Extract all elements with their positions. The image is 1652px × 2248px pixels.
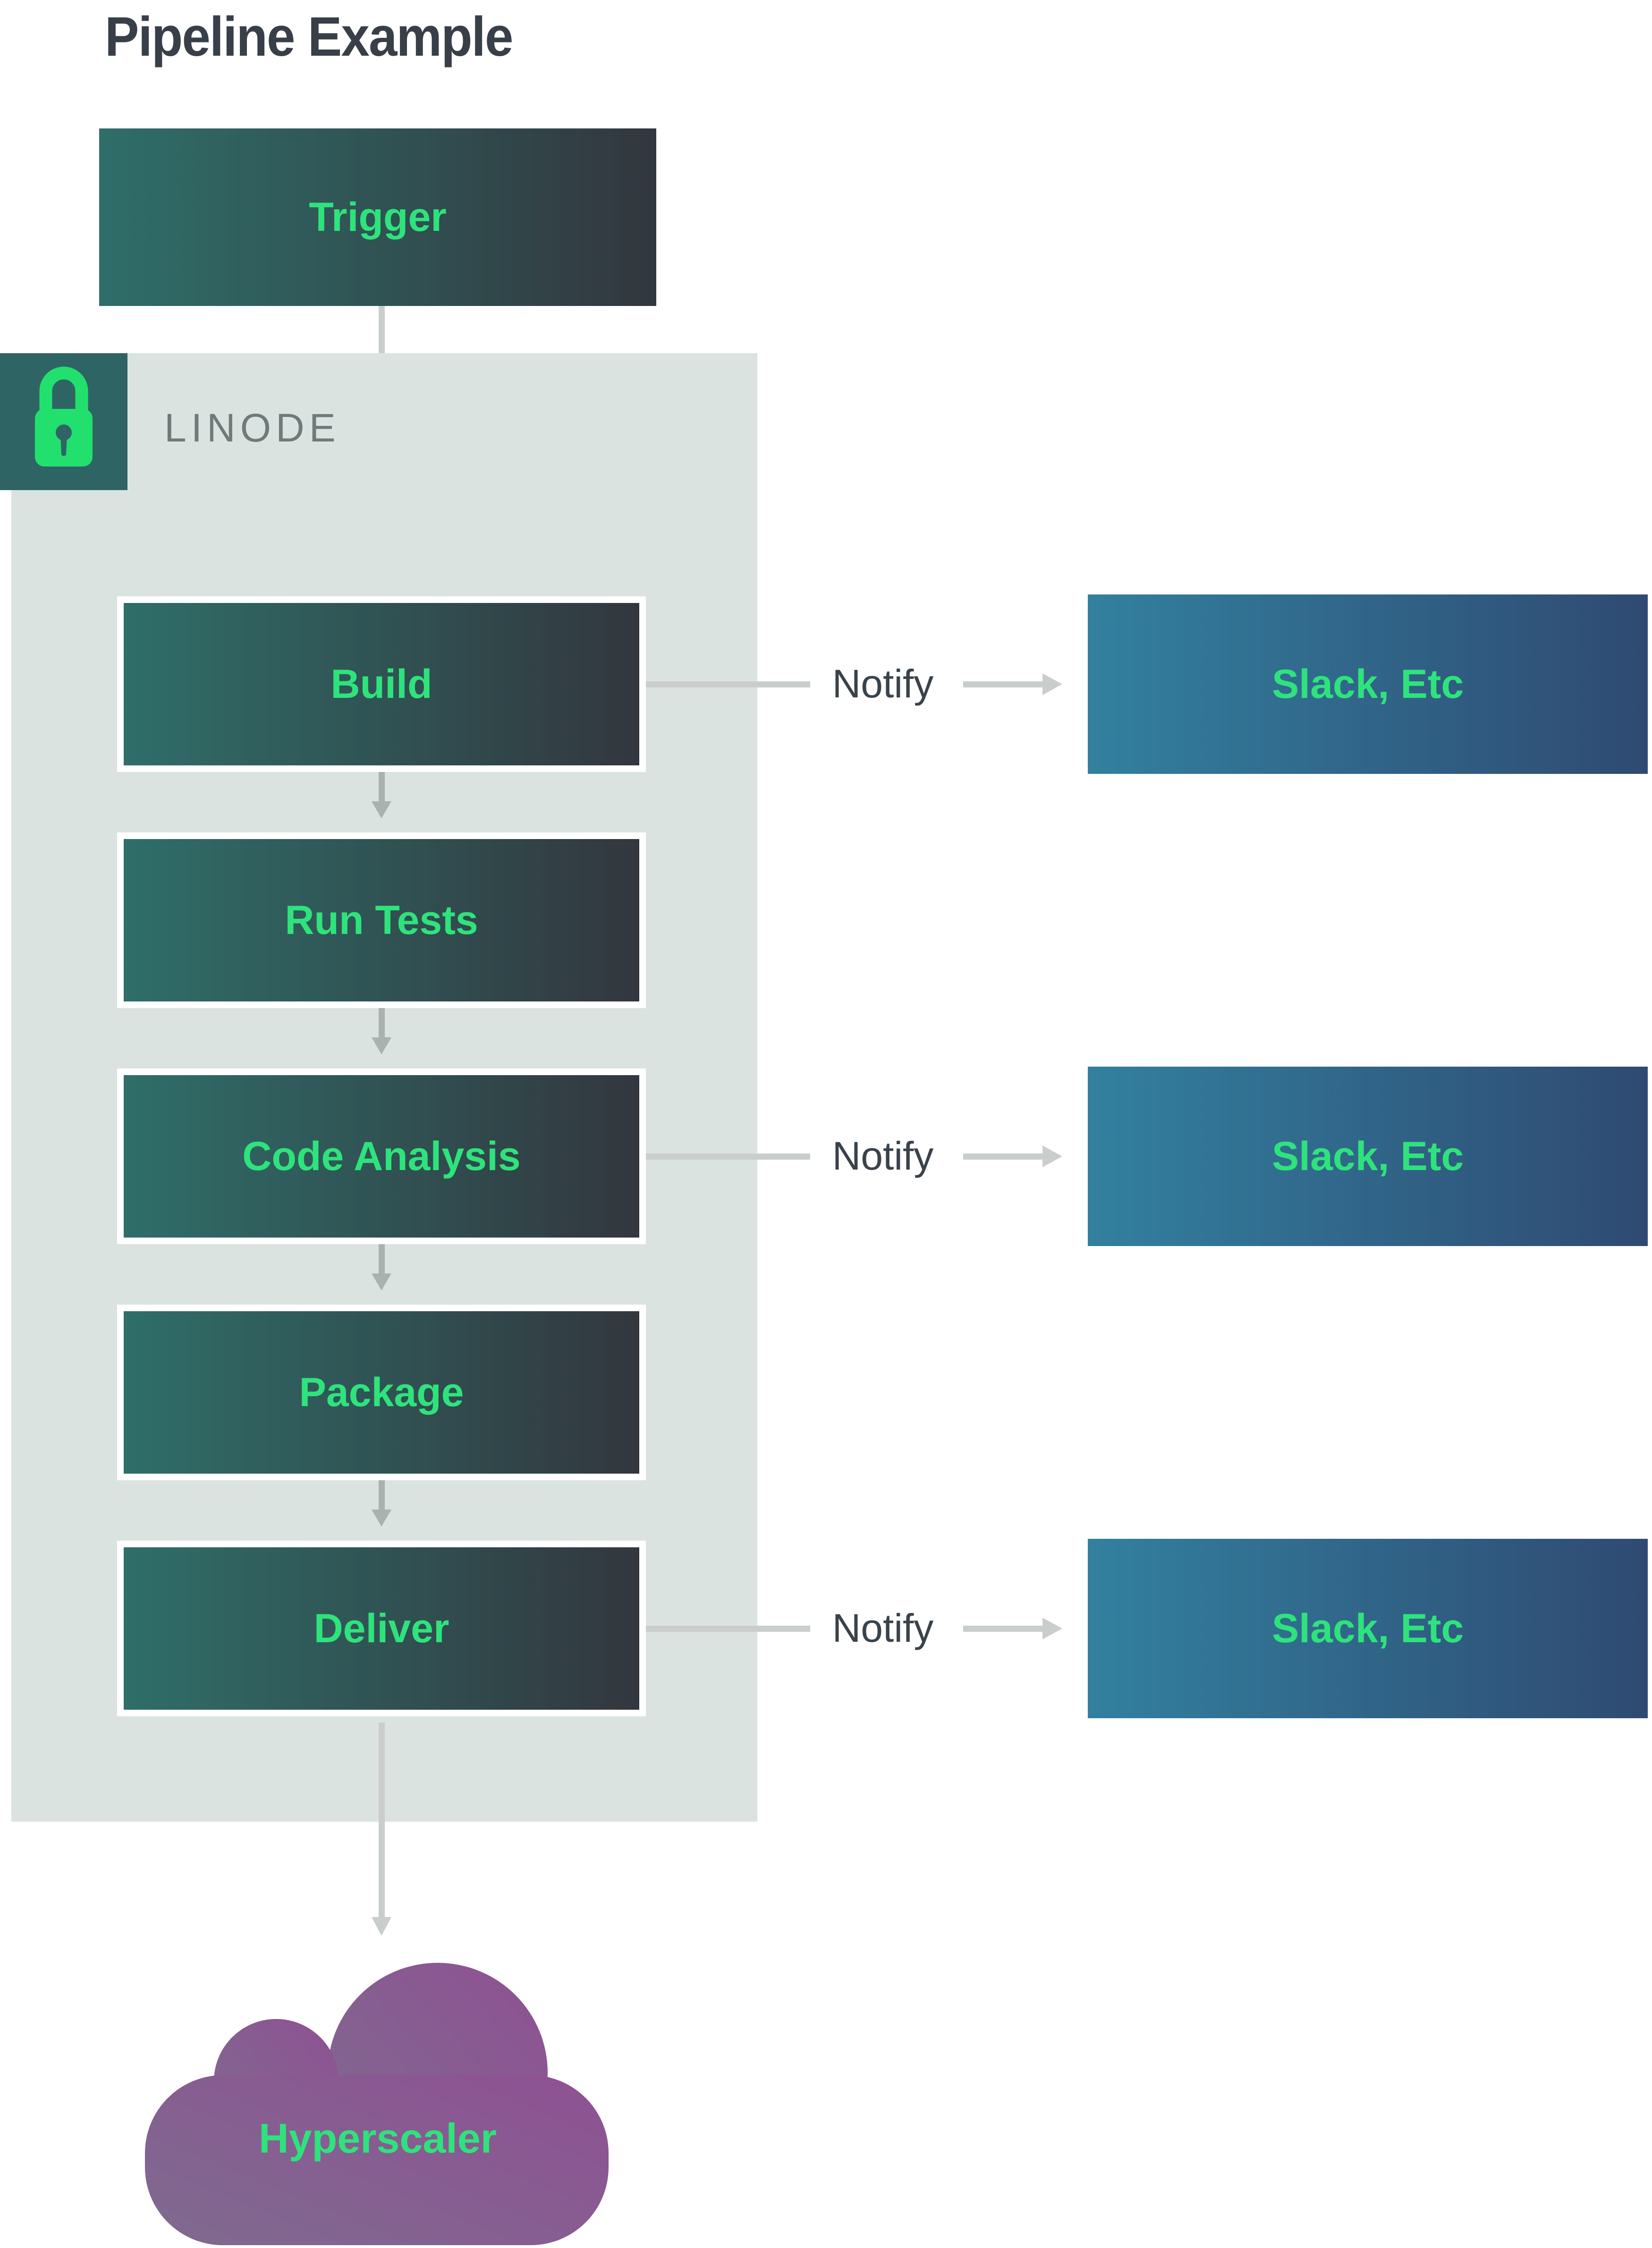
stage-label: Code Analysis — [242, 1133, 521, 1179]
arrow-right-icon — [1042, 673, 1062, 695]
notify-label: Notify — [832, 1134, 934, 1178]
trigger-node: Trigger — [99, 128, 656, 306]
stage-node-package: Package — [117, 1305, 646, 1480]
notify-label: Notify — [832, 1606, 934, 1650]
notify-target-node: Slack, Etc — [1088, 594, 1648, 774]
linode-container-label: LINODE — [164, 406, 340, 450]
trigger-label: Trigger — [309, 194, 447, 240]
cloud-label: Hyperscaler — [259, 2115, 497, 2162]
stage-label: Build — [330, 661, 432, 707]
stage-label: Run Tests — [285, 897, 478, 943]
arrow-right-icon — [1042, 1618, 1062, 1639]
notify-target-label: Slack, Etc — [1271, 1605, 1464, 1651]
stage-node-deliver: Deliver — [117, 1541, 646, 1716]
notify-target-node: Slack, Etc — [1088, 1539, 1648, 1718]
cloud-shape — [145, 1963, 609, 2245]
arrow-right-icon — [1042, 1145, 1062, 1167]
page-title: Pipeline Example — [105, 6, 513, 68]
stage-node-run-tests: Run Tests — [117, 832, 646, 1008]
stage-node-code-analysis: Code Analysis — [117, 1069, 646, 1244]
stage-node-build: Build — [117, 596, 646, 772]
notify-target-label: Slack, Etc — [1271, 661, 1464, 707]
lock-icon — [0, 353, 127, 490]
notify-label: Notify — [832, 662, 934, 706]
stage-label: Deliver — [313, 1605, 449, 1651]
notify-target-label: Slack, Etc — [1271, 1133, 1464, 1179]
stage-label: Package — [299, 1369, 464, 1415]
notify-target-node: Slack, Etc — [1088, 1067, 1648, 1246]
